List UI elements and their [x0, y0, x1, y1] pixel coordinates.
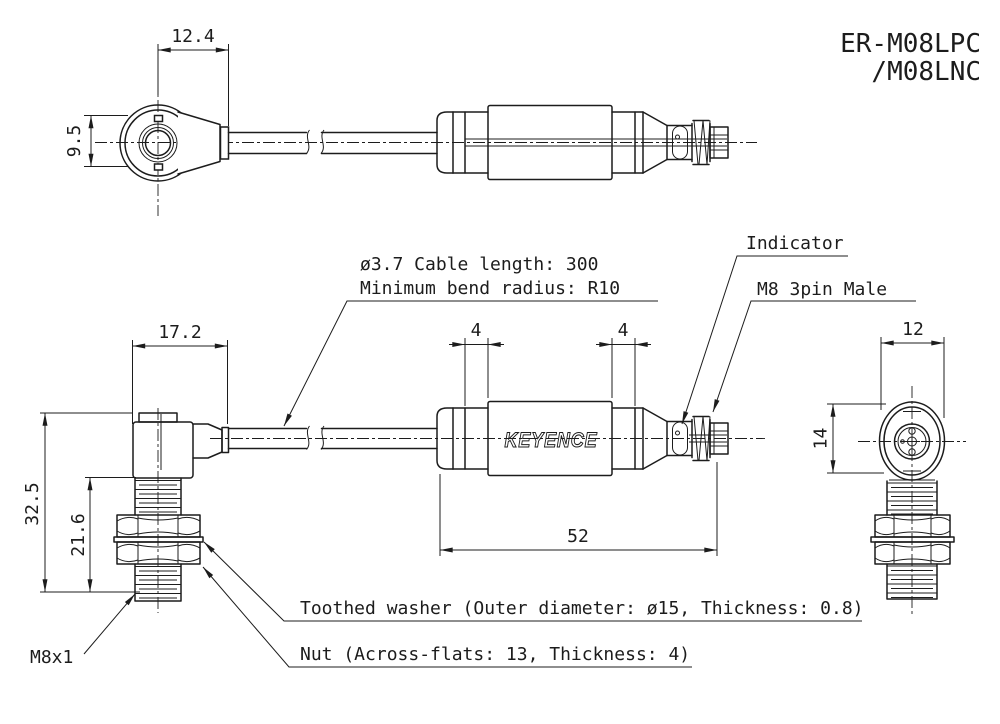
- lower-nut: [874, 541, 951, 565]
- dim-top-width-label: 12.4: [171, 26, 214, 47]
- head-index-notch-bottom: [153, 163, 164, 171]
- connector-callout: M8 3pin Male: [712, 279, 916, 413]
- dim-top-height-label: 9.5: [64, 125, 85, 158]
- lower-thread-lines: [135, 566, 181, 599]
- cable-note-line2: Minimum bend radius: R10: [360, 278, 620, 299]
- front-view-connector-lines: [689, 434, 727, 443]
- indicator-label: Indicator: [746, 233, 844, 254]
- front-view: KEYENCE 4 4 52: [210, 320, 765, 556]
- cable-gland-face: [221, 426, 230, 454]
- washer-label: Toothed washer (Outer diameter: ø15, Thi…: [300, 598, 864, 619]
- dim-body-length: 52: [439, 462, 718, 556]
- dim-right-collar: 4: [596, 320, 651, 406]
- lower-nut: [116, 541, 201, 565]
- upper-nut: [116, 514, 201, 538]
- front-view-cable: [227, 425, 438, 450]
- side-view-stud: [113, 477, 204, 602]
- dim-end-width: 12: [880, 319, 945, 418]
- thread-spec-callout: M8x1: [30, 593, 136, 668]
- upper-thread-lines: [135, 480, 181, 513]
- top-view-head: [119, 104, 230, 182]
- dim-right-collar-label: 4: [618, 320, 629, 341]
- connector-label: M8 3pin Male: [757, 279, 887, 300]
- dim-end-width-label: 12: [902, 319, 924, 340]
- indicator-callout: Indicator: [681, 233, 848, 425]
- dim-top-height: 9.5: [64, 115, 128, 167]
- keyence-logo: KEYENCE: [505, 429, 598, 452]
- top-view-cable: [227, 129, 438, 155]
- dim-side-total-height-label: 32.5: [22, 482, 43, 525]
- dim-end-height-label: 14: [811, 428, 832, 450]
- top-view: 12.4 9.5: [64, 26, 757, 216]
- end-view-stud: [870, 480, 955, 600]
- nut-label: Nut (Across-flats: 13, Thickness: 4): [300, 644, 690, 665]
- cable-break-symbol: [306, 425, 325, 450]
- dim-end-height: 14: [811, 403, 886, 474]
- cable-break-symbol: [306, 129, 325, 154]
- upper-nut: [874, 514, 951, 538]
- dim-side-width: 17.2: [132, 322, 228, 424]
- dim-left-collar: 4: [449, 320, 504, 406]
- annotations: ø3.7 Cable length: 300 Minimum bend radi…: [202, 233, 916, 668]
- dim-left-collar-label: 4: [471, 320, 482, 341]
- cable-note-line1: ø3.7 Cable length: 300: [360, 254, 598, 275]
- dim-side-thread-height-label: 21.6: [68, 513, 89, 556]
- side-view: 17.2 32.5 21.6 M8x1: [22, 322, 230, 668]
- thread-spec-label: M8x1: [30, 647, 73, 668]
- model-title-line1: ER-M08LPC: [840, 29, 981, 59]
- top-view-parting-lines: [465, 138, 727, 147]
- washer-callout: Toothed washer (Outer diameter: ø15, Thi…: [203, 541, 864, 622]
- side-view-head: [132, 412, 230, 479]
- end-view-head: [878, 401, 946, 481]
- cable-note: ø3.7 Cable length: 300 Minimum bend radi…: [283, 254, 658, 427]
- dim-body-length-label: 52: [567, 526, 589, 547]
- dim-side-width-label: 17.2: [158, 322, 201, 343]
- dim-side-thread-height: 21.6: [68, 477, 136, 593]
- model-title: ER-M08LPC /M08LNC: [840, 29, 981, 87]
- cable-boot-cone: [178, 112, 220, 174]
- dim-side-total-height: 32.5: [22, 412, 140, 593]
- model-title-line2: /M08LNC: [871, 57, 981, 87]
- head-index-notch-top: [153, 114, 164, 123]
- end-view: 12 14: [811, 319, 966, 617]
- dim-top-width: 12.4: [157, 26, 229, 126]
- nut-callout: Nut (Across-flats: 13, Thickness: 4): [202, 566, 692, 668]
